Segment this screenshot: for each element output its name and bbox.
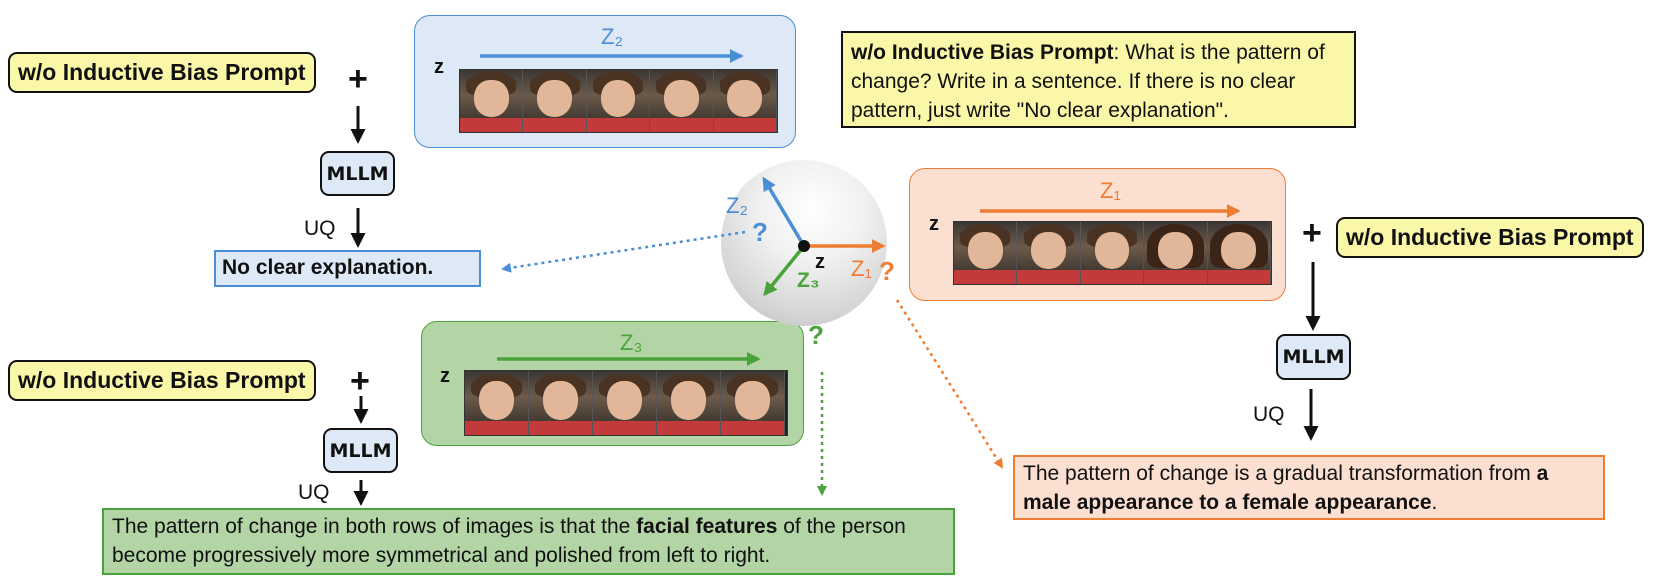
mllm-box-z2: MLLM	[320, 151, 395, 196]
face-image	[1080, 222, 1145, 284]
output-box-z1: The pattern of change is a gradual trans…	[1013, 455, 1605, 520]
output-z1-end: .	[1431, 490, 1438, 514]
face-image	[721, 371, 785, 435]
z2-label-panel: Z₂	[601, 24, 623, 49]
z-label-z1: z	[929, 213, 939, 235]
sphere-z-label: z	[815, 251, 825, 273]
face-image	[523, 70, 587, 132]
face-image	[460, 70, 524, 132]
output-box-z2: No clear explanation.	[214, 250, 481, 287]
uq-label-z2: UQ	[304, 217, 336, 240]
face-image	[954, 222, 1018, 284]
face-image	[1017, 222, 1081, 284]
origin-dot	[798, 240, 810, 252]
plus-icon-z1: +	[1302, 214, 1322, 252]
face-image	[586, 70, 651, 132]
output-z1-bold: a male appearance to a female appearance	[1023, 462, 1549, 514]
question-icon-z3: ?	[808, 320, 824, 350]
face-image	[529, 371, 593, 435]
prompt-box-title: w/o Inductive Bias Prompt	[851, 41, 1114, 64]
face-image	[650, 70, 714, 132]
z3-direction-label: Z₃	[797, 269, 820, 292]
image-strip-z2	[459, 69, 778, 133]
face-image	[593, 371, 657, 435]
output-z3-bold: facial features	[636, 515, 778, 538]
uq-label-z1: UQ	[1253, 403, 1285, 426]
mllm-box-z3: MLLM	[323, 428, 398, 473]
z3-axis-arrow	[763, 244, 806, 297]
face-image	[465, 371, 529, 435]
dotted-connector-z2	[501, 230, 746, 273]
face-image	[1207, 222, 1271, 284]
prompt-pill-z3: w/o Inductive Bias Prompt	[8, 360, 316, 401]
output-box-z3: The pattern of change in both rows of im…	[102, 508, 955, 575]
z2-direction-label: Z₂	[726, 193, 748, 218]
z1-label-panel: Z₁	[1100, 178, 1121, 203]
z2-axis-arrow	[762, 176, 806, 247]
output-z1-text: The pattern of change is a gradual trans…	[1023, 462, 1537, 485]
dotted-connector-z1	[895, 299, 1004, 469]
question-icon-z1: ?	[879, 256, 895, 286]
face-image	[713, 70, 777, 132]
plus-icon-z3: +	[350, 362, 370, 400]
z1-direction-label: Z₁	[851, 256, 872, 281]
mllm-box-z1: MLLM	[1276, 334, 1351, 380]
z-label-z2: z	[434, 56, 444, 78]
question-icon-z2: ?	[752, 217, 768, 247]
output-z3-end: of the person become progressively more …	[112, 515, 906, 567]
face-image	[1144, 222, 1208, 284]
image-strip-z1	[953, 221, 1272, 285]
face-image	[657, 371, 721, 435]
prompt-box-text: : What is the pattern of change? Write i…	[851, 41, 1325, 122]
prompt-text-box: w/o Inductive Bias Prompt: What is the p…	[841, 31, 1356, 128]
z3-label-panel: Z₃	[620, 330, 643, 355]
output-z3-text: The pattern of change in both rows of im…	[112, 515, 637, 538]
uq-label-z3: UQ	[298, 481, 330, 504]
plus-icon-z2: +	[348, 60, 368, 98]
prompt-pill-z1: w/o Inductive Bias Prompt	[1336, 217, 1644, 258]
z-label-z3: z	[440, 365, 450, 387]
image-strip-z3	[464, 370, 788, 436]
prompt-pill-z2: w/o Inductive Bias Prompt	[8, 52, 316, 93]
